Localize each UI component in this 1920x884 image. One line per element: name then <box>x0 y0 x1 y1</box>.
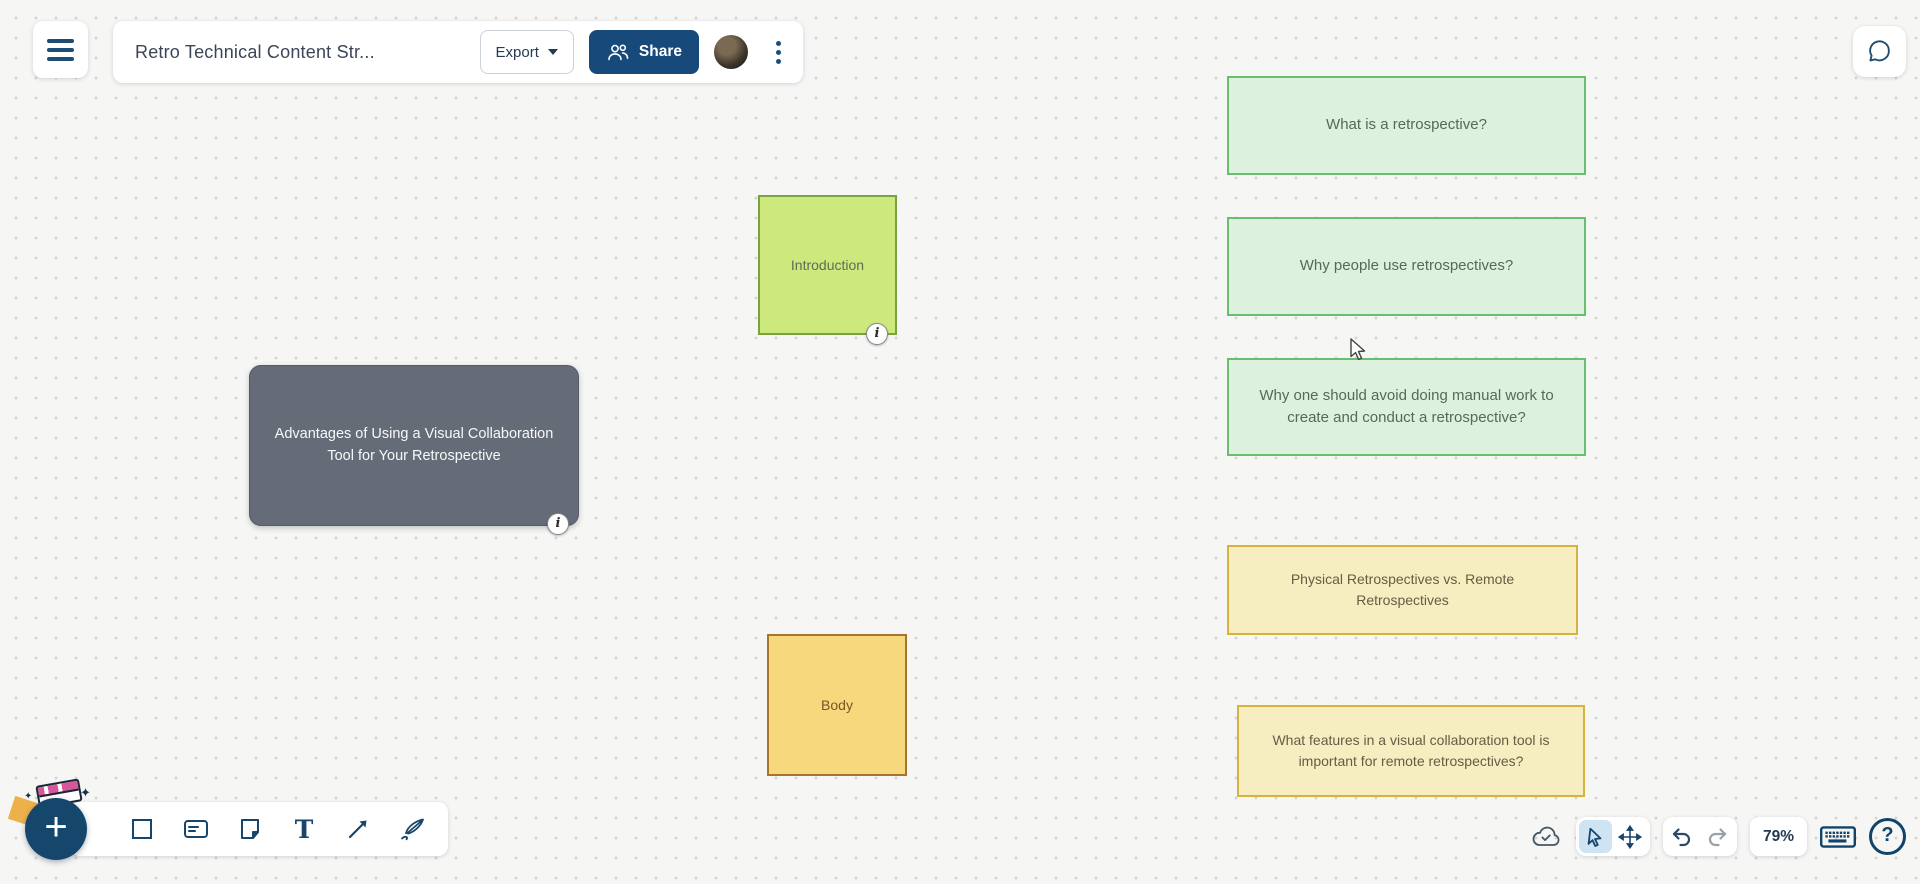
history-group <box>1662 817 1737 856</box>
chevron-down-icon <box>547 49 558 55</box>
sticky-note-icon <box>237 816 263 842</box>
shape-label: Body <box>821 696 853 713</box>
keyboard-icon <box>1820 825 1856 849</box>
plus-icon: + <box>44 805 68 849</box>
document-toolbar: Retro Technical Content Str... Export Sh… <box>113 21 803 83</box>
main-menu-button[interactable] <box>33 21 88 78</box>
shape-label: Why people use retrospectives? <box>1299 257 1514 275</box>
comments-button[interactable] <box>1853 26 1906 77</box>
shape-physical-vs-remote[interactable]: Physical Retrospectives vs. Remote Retro… <box>1227 545 1578 635</box>
document-title[interactable]: Retro Technical Content Str... <box>135 41 375 62</box>
add-shape-button[interactable]: + <box>25 798 87 860</box>
shape-label: What is a retrospective? <box>1326 116 1487 134</box>
shape-why-avoid-manual-work[interactable]: Why one should avoid doing manual work t… <box>1227 358 1586 456</box>
shape-what-features[interactable]: What features in a visual collaboration … <box>1237 705 1585 797</box>
question-mark-icon: ? <box>1881 824 1894 846</box>
canvas-controls: 79% ? <box>1529 817 1906 856</box>
shape-label: Physical Retrospectives vs. Remote Retro… <box>1290 571 1515 608</box>
shape-label: Introduction <box>790 256 865 273</box>
export-button[interactable]: Export <box>479 30 574 74</box>
zoom-level-button[interactable]: 79% <box>1749 817 1807 856</box>
pan-tool-button[interactable] <box>1614 820 1647 853</box>
card-icon <box>182 817 210 841</box>
people-icon <box>606 43 630 61</box>
shape-advantages[interactable]: Advantages of Using a Visual Collaborati… <box>249 365 579 535</box>
info-icon[interactable]: i <box>866 323 888 345</box>
freehand-draw-tool-button[interactable] <box>394 809 430 849</box>
select-tool-button[interactable] <box>1578 820 1612 853</box>
star-decoration: ✦ <box>80 785 91 800</box>
hamburger-icon <box>47 38 74 61</box>
sync-status <box>1529 824 1563 850</box>
export-button-label: Export <box>495 43 539 61</box>
undo-icon <box>1670 826 1694 848</box>
info-icon[interactable]: i <box>547 513 569 535</box>
user-avatar[interactable] <box>714 35 748 69</box>
rectangle-tool-button[interactable] <box>124 809 160 849</box>
move-icon <box>1618 824 1643 849</box>
shape-label: What features in a visual collaboration … <box>1272 732 1550 769</box>
chat-icon <box>1866 38 1893 65</box>
redo-icon <box>1705 826 1729 848</box>
shape-why-people-use[interactable]: Why people use retrospectives? <box>1227 217 1586 316</box>
star-decoration: ✦ <box>24 791 33 802</box>
shape-introduction[interactable]: Introduction i <box>758 195 897 345</box>
arrow-icon <box>345 816 371 842</box>
shape-label: Why one should avoid doing manual work t… <box>1259 386 1554 427</box>
shape-label: Advantages of Using a Visual Collaborati… <box>274 425 554 464</box>
shape-what-is-retrospective[interactable]: What is a retrospective? <box>1227 76 1586 175</box>
help-button[interactable]: ? <box>1869 818 1906 855</box>
redo-button[interactable] <box>1701 820 1734 853</box>
connector-tool-button[interactable] <box>340 809 376 849</box>
pen-icon <box>398 816 426 842</box>
shape-body[interactable]: Body <box>767 634 907 776</box>
zoom-level-value: 79% <box>1762 827 1794 845</box>
share-button-label: Share <box>638 43 682 60</box>
text-tool-button[interactable]: T <box>286 809 322 849</box>
cloud-sync-icon <box>1529 824 1563 850</box>
share-button[interactable]: Share <box>588 30 699 74</box>
card-tool-button[interactable] <box>178 809 214 849</box>
shape-toolbar: T <box>70 802 448 856</box>
select-cursor-icon <box>1584 826 1606 848</box>
sticky-note-tool-button[interactable] <box>232 809 268 849</box>
keyboard-shortcuts-button[interactable] <box>1820 825 1856 849</box>
text-tool-icon: T <box>294 814 314 844</box>
pointer-mode-group <box>1575 817 1650 856</box>
more-options-button[interactable] <box>763 32 793 72</box>
rectangle-icon <box>129 816 155 842</box>
undo-button[interactable] <box>1666 820 1699 853</box>
